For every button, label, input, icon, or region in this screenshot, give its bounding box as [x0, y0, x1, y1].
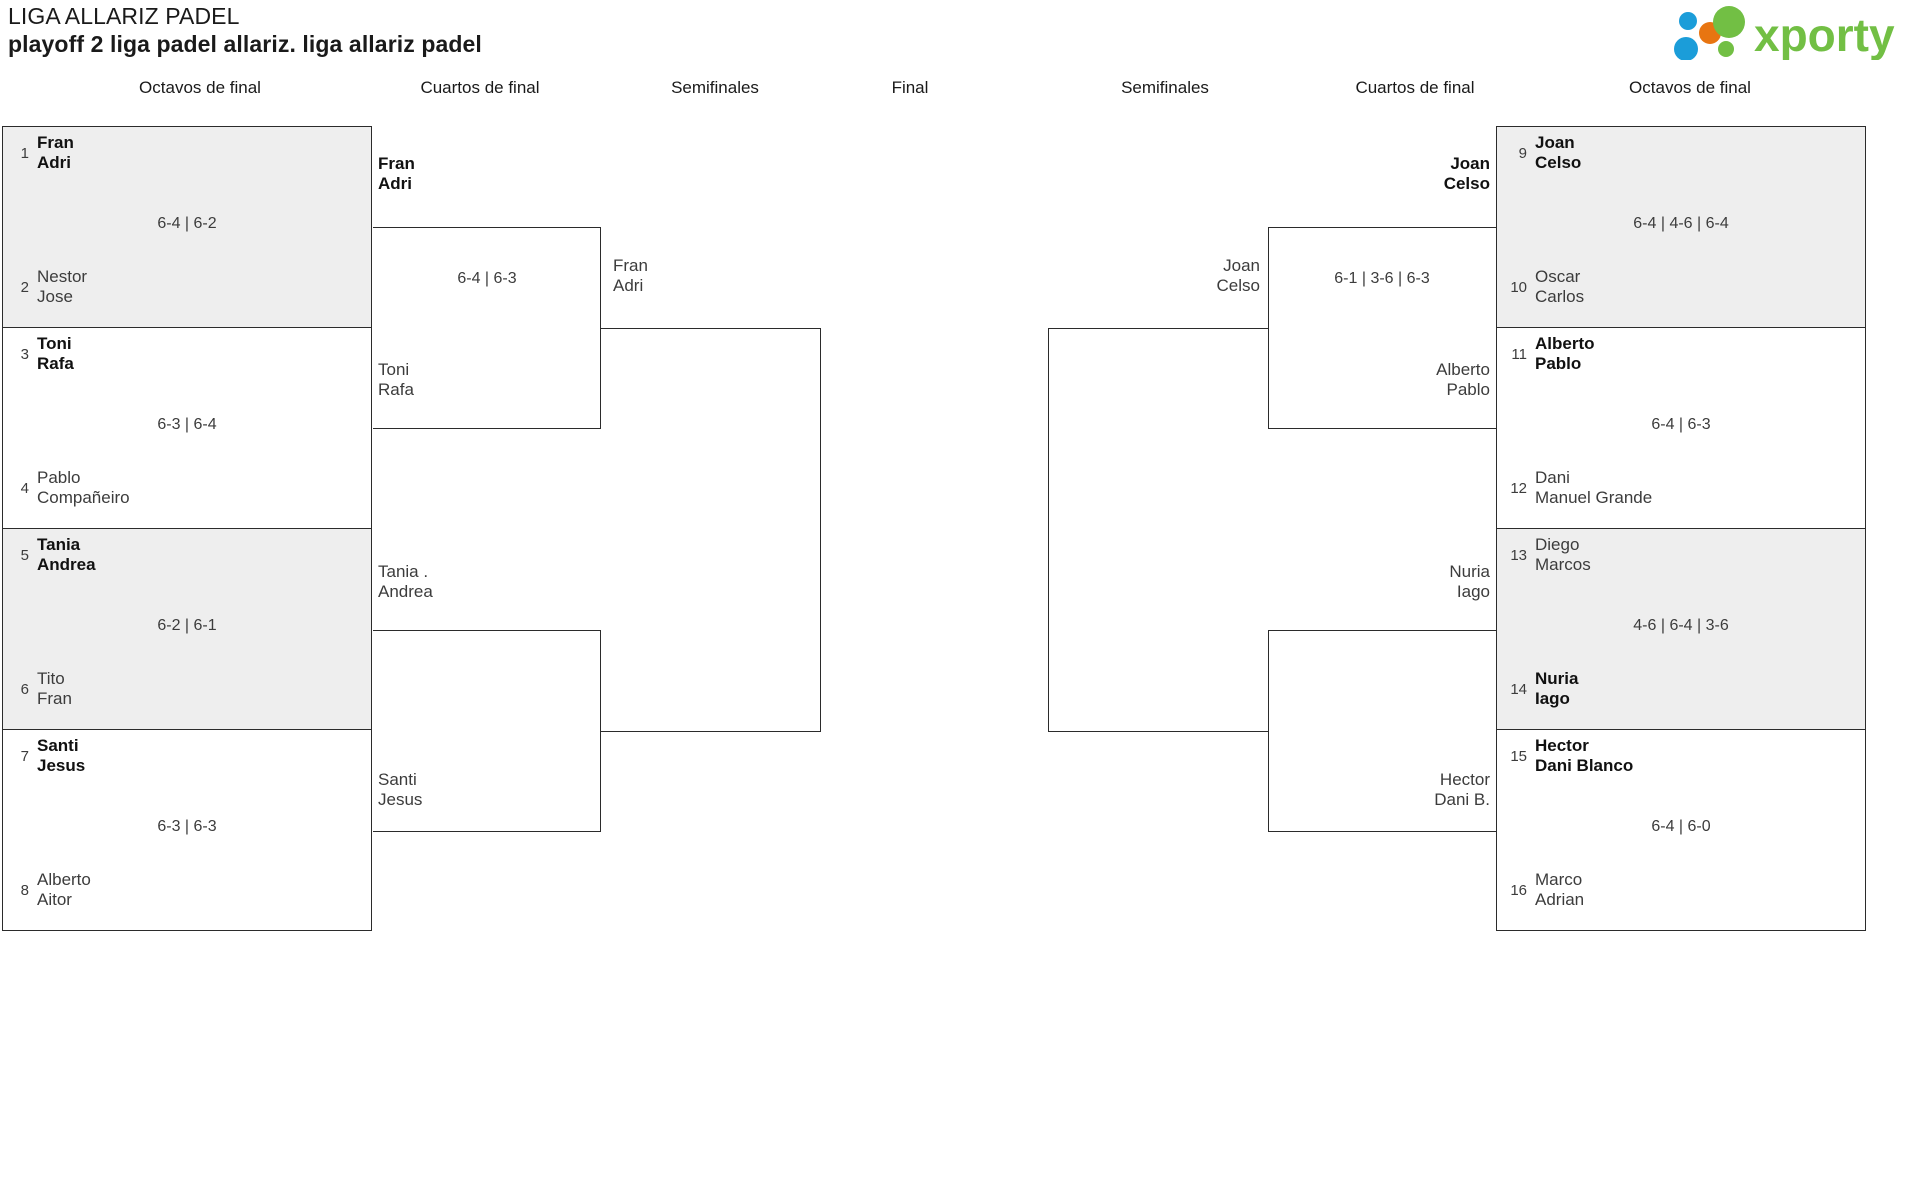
player-row-seed-16[interactable]: 16 Marco Adrian — [1505, 870, 1584, 909]
player-names: Santi Jesus — [37, 736, 86, 775]
player-names: Pablo Compañeiro — [37, 468, 130, 507]
match-right-octavos-3[interactable]: 13 Diego Marcos 4-6 | 6-4 | 3-6 14 Nuria… — [1496, 528, 1866, 730]
match-right-octavos-1[interactable]: 9 Joan Celso 6-4 | 4-6 | 6-4 10 Oscar Ca… — [1496, 126, 1866, 328]
seed-number: 9 — [1518, 145, 1527, 162]
seed-number: 15 — [1510, 748, 1527, 765]
player-row-seed-15[interactable]: 15 Hector Dani Blanco — [1505, 736, 1633, 775]
player-names: Dani Manuel Grande — [1535, 468, 1653, 507]
advancer-left-cuartos-1-bottom: Toni Rafa — [378, 360, 414, 399]
connector-right-cuartos-2 — [1268, 630, 1496, 832]
player-names: Tito Fran — [37, 669, 72, 708]
match-score: 6-4 | 6-3 — [1651, 416, 1711, 433]
advancer-left-cuartos-2-top: Tania . Andrea — [378, 562, 433, 601]
round-header-final: Final — [891, 78, 929, 97]
seed-number: 16 — [1510, 882, 1527, 899]
advancer-right-cuartos-1-bottom: Alberto Pablo — [1436, 360, 1490, 399]
player-row-seed-11[interactable]: 11 Alberto Pablo — [1505, 334, 1595, 373]
match-score: 6-4 | 4-6 | 6-4 — [1633, 215, 1729, 232]
advancer-left-cuartos-2-bottom: Santi Jesus — [378, 770, 423, 809]
player-names: Hector Dani Blanco — [1535, 736, 1634, 775]
round-header-left-octavos: Octavos de final — [139, 78, 261, 97]
match-left-octavos-3[interactable]: 5 Tania Andrea 6-2 | 6-1 6 Tito Fran — [2, 528, 372, 730]
seed-number: 13 — [1510, 547, 1527, 564]
player-row-seed-5[interactable]: 5 Tania Andrea — [7, 535, 96, 574]
page-header: LIGA ALLARIZ PADEL playoff 2 liga padel … — [0, 0, 1920, 72]
player-names: Oscar Carlos — [1535, 267, 1585, 306]
seed-number: 14 — [1510, 681, 1527, 698]
match-score: 6-4 | 6-0 — [1651, 818, 1711, 835]
player-row-seed-8[interactable]: 8 Alberto Aitor — [7, 870, 91, 909]
logo-dot-green-small — [1718, 41, 1734, 57]
seed-number: 6 — [20, 681, 29, 698]
score-left-cuartos-1: 6-4 | 6-3 — [457, 270, 517, 287]
round-header-right-cuartos: Cuartos de final — [1355, 78, 1475, 97]
player-row-seed-14[interactable]: 14 Nuria Iago — [1505, 669, 1578, 708]
seed-number: 5 — [20, 547, 29, 564]
match-score: 6-3 | 6-4 — [157, 416, 217, 433]
player-names: Nestor Jose — [37, 267, 88, 306]
seed-number: 11 — [1511, 346, 1527, 363]
round-header-left-semifinales: Semifinales — [671, 78, 759, 97]
player-names: Tania Andrea — [37, 535, 96, 574]
tournament-subtitle: playoff 2 liga padel allariz. liga allar… — [8, 31, 482, 57]
match-right-octavos-4[interactable]: 15 Hector Dani Blanco 6-4 | 6-0 16 Marco… — [1496, 729, 1866, 931]
connector-right-cuartos-1 — [1268, 227, 1496, 429]
seed-number: 8 — [20, 882, 29, 899]
seed-number: 1 — [20, 145, 29, 162]
seed-number: 2 — [20, 279, 29, 296]
advancer-right-cuartos-2-bottom: Hector Dani B. — [1434, 770, 1490, 809]
advancer-right-cuartos-2-top: Nuria Iago — [1449, 562, 1490, 601]
match-left-octavos-2[interactable]: 3 Toni Rafa 6-3 | 6-4 4 Pablo Compañeiro — [2, 327, 372, 529]
match-score: 6-4 | 6-2 — [157, 215, 217, 232]
seed-number: 7 — [20, 748, 29, 765]
match-left-octavos-1[interactable]: 1 Fran Adri 6-4 | 6-2 2 Nestor Jose — [2, 126, 372, 328]
match-score: 6-2 | 6-1 — [157, 617, 217, 634]
advancer-right-semifinal-top: Joan Celso — [1216, 256, 1260, 295]
player-row-seed-6[interactable]: 6 Tito Fran — [7, 669, 72, 708]
connector-left-cuartos-1 — [373, 227, 601, 429]
player-row-seed-9[interactable]: 9 Joan Celso — [1505, 133, 1582, 172]
advancer-left-cuartos-1-top: Fran Adri — [378, 154, 415, 193]
seed-number: 10 — [1510, 279, 1527, 296]
xporty-logo: xporty — [1666, 6, 1906, 60]
player-row-seed-3[interactable]: 3 Toni Rafa — [7, 334, 74, 373]
player-row-seed-10[interactable]: 10 Oscar Carlos — [1505, 267, 1584, 306]
advancer-left-semifinal-top: Fran Adri — [613, 256, 648, 295]
match-score: 6-3 | 6-3 — [157, 818, 217, 835]
player-row-seed-12[interactable]: 12 Dani Manuel Grande — [1505, 468, 1652, 507]
player-row-seed-4[interactable]: 4 Pablo Compañeiro — [7, 468, 130, 507]
player-row-seed-13[interactable]: 13 Diego Marcos — [1505, 535, 1591, 574]
match-left-octavos-4[interactable]: 7 Santi Jesus 6-3 | 6-3 8 Alberto Aitor — [2, 729, 372, 931]
seed-number: 4 — [20, 480, 29, 497]
logo-dot-blue-small — [1679, 12, 1697, 30]
player-names: Toni Rafa — [37, 334, 74, 373]
connector-left-cuartos-2 — [373, 630, 601, 832]
seed-number: 3 — [20, 346, 29, 363]
score-right-cuartos-1: 6-1 | 3-6 | 6-3 — [1334, 270, 1430, 287]
player-names: Alberto Pablo — [1535, 334, 1595, 373]
seed-number: 12 — [1510, 480, 1527, 497]
logo-wordmark: xporty — [1754, 9, 1895, 60]
player-names: Diego Marcos — [1535, 535, 1591, 574]
player-row-seed-2[interactable]: 2 Nestor Jose — [7, 267, 87, 306]
logo-dot-blue-large — [1674, 37, 1698, 60]
round-header-left-cuartos: Cuartos de final — [420, 78, 540, 97]
tournament-title: LIGA ALLARIZ PADEL — [8, 3, 240, 29]
player-row-seed-1[interactable]: 1 Fran Adri — [7, 133, 74, 172]
connector-right-semifinal — [1048, 328, 1268, 732]
advancer-right-cuartos-1-top: Joan Celso — [1443, 154, 1490, 193]
player-names: Fran Adri — [37, 133, 74, 172]
logo-dot-green-large — [1713, 6, 1745, 38]
player-row-seed-7[interactable]: 7 Santi Jesus — [7, 736, 86, 775]
player-names: Alberto Aitor — [37, 870, 91, 909]
player-names: Marco Adrian — [1535, 870, 1585, 909]
connector-left-semifinal — [601, 328, 821, 732]
round-header-right-semifinales: Semifinales — [1121, 78, 1209, 97]
round-header-right-octavos: Octavos de final — [1629, 78, 1751, 97]
player-names: Nuria Iago — [1535, 669, 1579, 708]
match-right-octavos-2[interactable]: 11 Alberto Pablo 6-4 | 6-3 12 Dani Manue… — [1496, 327, 1866, 529]
match-score: 4-6 | 6-4 | 3-6 — [1633, 617, 1729, 634]
player-names: Joan Celso — [1535, 133, 1582, 172]
